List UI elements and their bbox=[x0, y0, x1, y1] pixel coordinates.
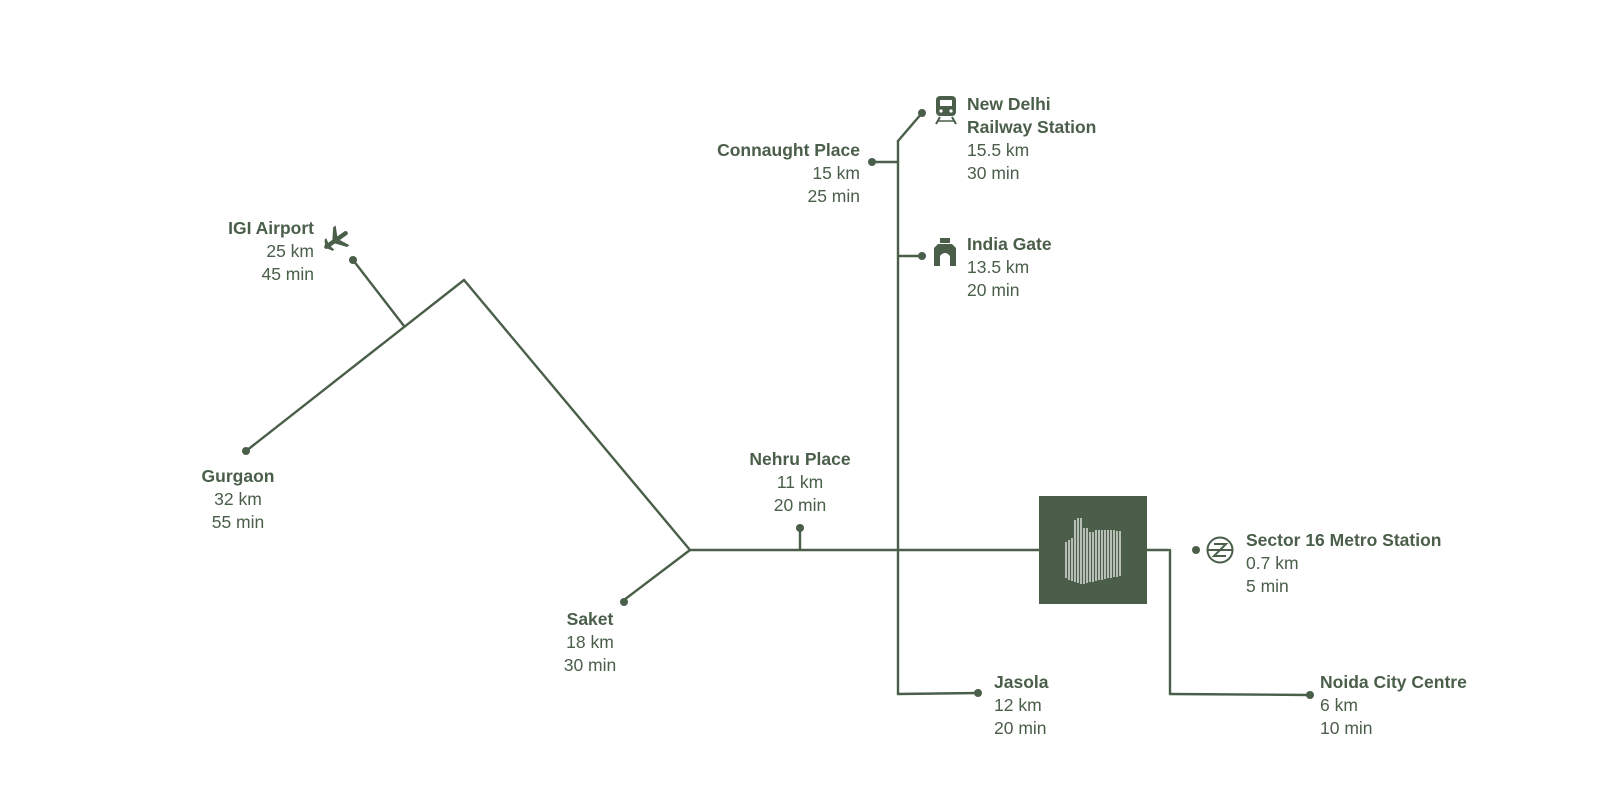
node-railway bbox=[918, 109, 926, 117]
metro-icon bbox=[1206, 536, 1234, 564]
node-connaught bbox=[868, 158, 876, 166]
place-name: Gurgaon bbox=[201, 466, 275, 486]
place-name: Jasola bbox=[994, 672, 1049, 692]
place-name: IGI Airport bbox=[228, 218, 314, 238]
place-name: India Gate bbox=[967, 234, 1052, 254]
node-sector16 bbox=[1192, 546, 1200, 554]
place-time: 20 min bbox=[773, 495, 827, 515]
place-distance: 6 km bbox=[1320, 695, 1358, 715]
place-time: 30 min bbox=[967, 163, 1020, 183]
place-time: 30 min bbox=[563, 655, 617, 675]
place-distance: 0.7 km bbox=[1246, 553, 1299, 573]
label-noida-city-centre: Noida City Centre 6 km 10 min bbox=[1320, 671, 1467, 740]
route-to-peak bbox=[462, 278, 692, 552]
node-noida bbox=[1306, 691, 1314, 699]
label-gurgaon: Gurgaon 32 km 55 min bbox=[188, 465, 288, 534]
place-name: Nehru Place bbox=[749, 449, 851, 469]
place-time: 5 min bbox=[1246, 576, 1289, 596]
project-location bbox=[1039, 496, 1147, 604]
place-distance: 15.5 km bbox=[967, 140, 1030, 160]
place-time: 45 min bbox=[261, 264, 314, 284]
label-india-gate: India Gate 13.5 km 20 min bbox=[967, 233, 1052, 302]
building-icon bbox=[1065, 518, 1121, 584]
place-name: Noida City Centre bbox=[1320, 672, 1467, 692]
label-jasola: Jasola 12 km 20 min bbox=[994, 671, 1048, 740]
place-time: 55 min bbox=[211, 512, 265, 532]
route-jasola bbox=[896, 691, 980, 696]
place-distance: 25 km bbox=[266, 241, 314, 261]
place-time: 10 min bbox=[1320, 718, 1373, 738]
place-time: 20 min bbox=[967, 280, 1020, 300]
airplane-icon bbox=[324, 225, 350, 251]
place-time: 20 min bbox=[994, 718, 1047, 738]
place-name: New Delhi bbox=[967, 94, 1051, 114]
place-name: Saket bbox=[566, 609, 614, 629]
label-nehru-place: Nehru Place 11 km 20 min bbox=[730, 448, 870, 517]
label-connaught-place: Connaught Place 15 km 25 min bbox=[717, 139, 860, 208]
node-india-gate bbox=[918, 252, 926, 260]
place-name: Railway Station bbox=[967, 117, 1097, 137]
place-distance: 11 km bbox=[776, 472, 824, 492]
place-time: 25 min bbox=[807, 186, 860, 206]
place-distance: 13.5 km bbox=[967, 257, 1030, 277]
node-igi-airport bbox=[349, 256, 357, 264]
place-distance: 18 km bbox=[566, 632, 614, 652]
label-igi-airport: IGI Airport 25 km 45 min bbox=[228, 217, 314, 286]
node-gurgaon bbox=[242, 447, 250, 455]
train-icon bbox=[935, 96, 957, 125]
label-saket: Saket 18 km 30 min bbox=[540, 608, 640, 677]
route-noida bbox=[1168, 692, 1312, 697]
route-saket bbox=[622, 548, 692, 602]
india-gate-icon bbox=[934, 238, 956, 266]
place-distance: 15 km bbox=[812, 163, 860, 183]
place-name: Connaught Place bbox=[717, 140, 860, 160]
route-gurgaon bbox=[244, 278, 466, 453]
label-sector16-metro: Sector 16 Metro Station 0.7 km 5 min bbox=[1246, 529, 1441, 598]
node-jasola bbox=[974, 689, 982, 697]
node-nehru-place bbox=[796, 524, 804, 532]
place-distance: 32 km bbox=[214, 489, 262, 509]
node-saket bbox=[620, 598, 628, 606]
route-igi-airport bbox=[351, 258, 406, 328]
route-railway bbox=[896, 111, 924, 143]
place-name: Sector 16 Metro Station bbox=[1246, 530, 1442, 550]
place-distance: 12 km bbox=[994, 695, 1042, 715]
label-new-delhi-railway: New Delhi Railway Station 15.5 km 30 min bbox=[967, 93, 1096, 185]
